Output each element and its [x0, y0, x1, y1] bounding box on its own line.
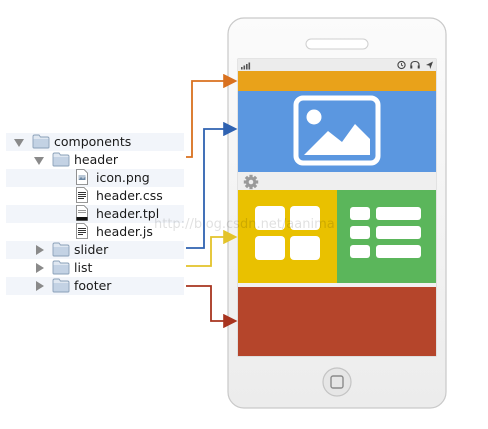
arrow-list — [186, 229, 238, 267]
js-file-icon — [76, 223, 88, 239]
picture-icon — [293, 95, 381, 166]
phone-speaker — [305, 38, 369, 50]
home-button[interactable] — [322, 367, 352, 397]
location-arrow-icon — [426, 61, 433, 69]
folder-icon — [32, 134, 50, 149]
slider-block-left — [238, 190, 337, 283]
status-bar — [238, 59, 436, 71]
tree-label: icon.png — [96, 170, 150, 185]
tree-row-header-js[interactable]: header.js — [6, 223, 184, 241]
disclosure-collapsed-icon[interactable] — [36, 281, 44, 291]
folder-icon — [52, 242, 70, 257]
header-block — [238, 91, 436, 172]
folder-icon — [52, 278, 70, 293]
tree-row-slider[interactable]: slider — [6, 241, 184, 259]
arrow-footer — [186, 285, 238, 329]
tree-label: list — [74, 260, 93, 275]
disclosure-expanded-icon[interactable] — [34, 157, 44, 165]
tree-label: components — [54, 134, 132, 149]
arrow-header — [186, 73, 238, 158]
tree-row-footer[interactable]: footer — [6, 277, 184, 295]
divider — [238, 283, 436, 287]
tree-row-header-css[interactable]: header.css — [6, 187, 184, 205]
image-file-icon — [76, 169, 88, 185]
template-file-icon — [76, 205, 88, 221]
tree-label: header — [74, 152, 119, 167]
tree-row-header[interactable]: header — [6, 151, 184, 169]
list-icon — [350, 207, 421, 258]
arrow-slider — [186, 121, 238, 249]
folder-icon — [52, 152, 70, 167]
home-button-square — [330, 375, 344, 389]
headphones-icon — [410, 60, 420, 69]
disclosure-collapsed-icon[interactable] — [36, 245, 44, 255]
tree-label: slider — [74, 242, 109, 257]
footer-block — [238, 287, 436, 356]
top-bar-block — [238, 71, 436, 91]
tree-row-list[interactable]: list — [6, 259, 184, 277]
gear-icon — [243, 174, 259, 190]
css-file-icon — [76, 187, 88, 203]
gear-row — [238, 172, 436, 190]
signal-icon — [241, 62, 251, 70]
tree-row-header-tpl[interactable]: header.tpl — [6, 205, 184, 223]
disclosure-collapsed-icon[interactable] — [36, 263, 44, 273]
folder-icon — [52, 260, 70, 275]
tree-label: header.js — [96, 224, 153, 239]
tree-label: header.tpl — [96, 206, 160, 221]
tree-label: header.css — [96, 188, 163, 203]
grid-icon — [255, 206, 320, 260]
clock-icon — [397, 60, 406, 70]
disclosure-expanded-icon[interactable] — [14, 139, 24, 147]
tree-row-components[interactable]: components — [6, 133, 184, 151]
tree-label: footer — [74, 278, 112, 293]
watermark: http://blog.csdn.net/aanima — [154, 217, 335, 232]
tree-row-icon-png[interactable]: icon.png — [6, 169, 184, 187]
